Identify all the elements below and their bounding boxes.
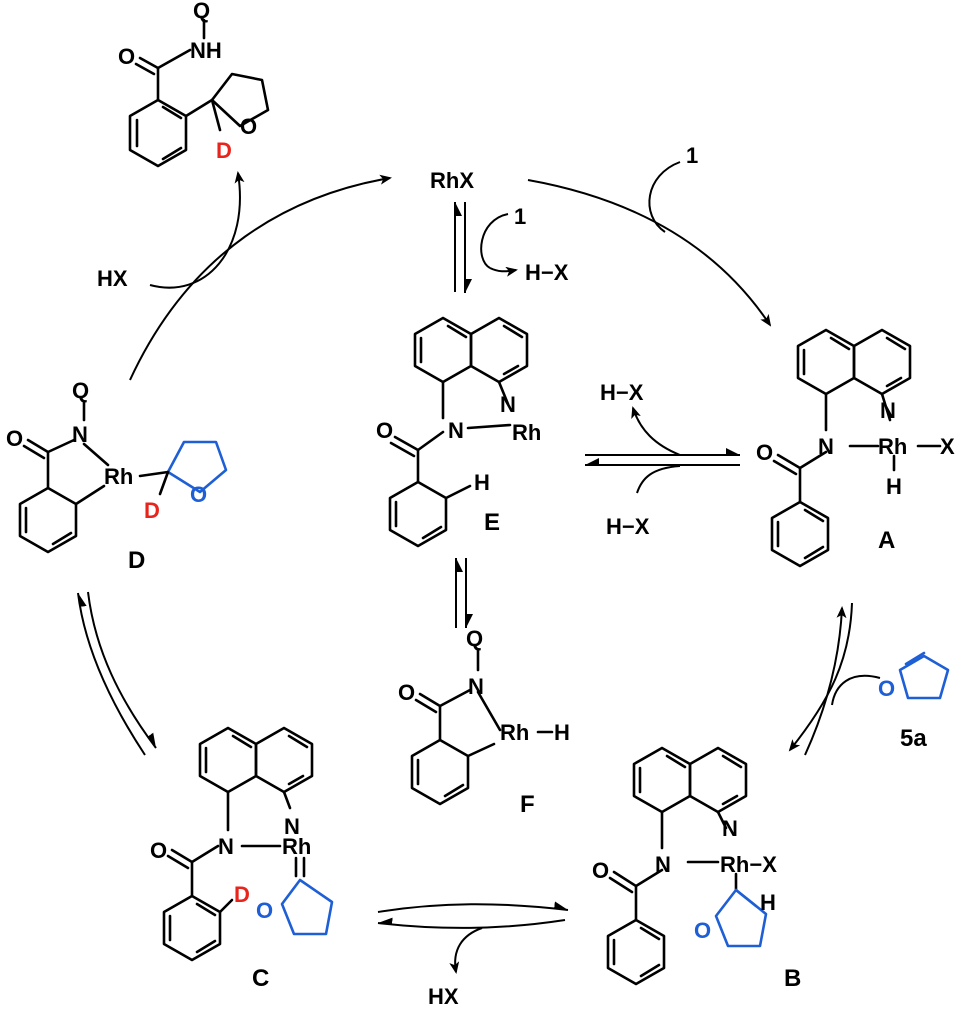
intermediate-b: N N Rh−X H O O B (592, 746, 801, 992)
b-h: H (760, 890, 776, 915)
label-f: F (520, 791, 535, 818)
c-n-amide: N (218, 834, 234, 859)
d-deuterium: D (144, 498, 160, 523)
a-o: O (756, 440, 773, 465)
arrow-reagent-1-in-e (480, 213, 509, 269)
intermediate-c: N N Rh O D O C (150, 726, 334, 992)
arrow-d-to-c (87, 591, 157, 749)
arrow-hx-in (636, 465, 681, 494)
intermediate-f: Q N O Rh H F (398, 626, 570, 818)
f-q: Q (466, 626, 483, 651)
c-n-quinoline: N (284, 814, 300, 839)
a-x: X (940, 434, 955, 459)
label-a: A (878, 527, 895, 554)
reagent-1-e-label: 1 (514, 204, 526, 229)
e-n-amide: N (448, 418, 464, 443)
arrow-b-to-a (804, 606, 847, 756)
c-ring-o: O (256, 898, 273, 923)
product-structure: O NH Q O D (118, 0, 270, 168)
b-ring-o: O (694, 918, 711, 943)
hx-released-label: HX (428, 984, 459, 1009)
d-rh: Rh (104, 464, 133, 489)
5a-o: O (878, 676, 895, 701)
arrow-d-to-rhx (129, 174, 392, 381)
f-o: O (398, 680, 415, 705)
product-deuterium: D (216, 138, 232, 163)
f-rh: Rh (500, 720, 529, 745)
label-e: E (484, 509, 500, 536)
a-n-amide: N (818, 434, 834, 459)
arrow-hx-out-e (489, 266, 518, 277)
label-b: B (784, 965, 801, 992)
f-n: N (468, 674, 484, 699)
product-q-label: Q (193, 0, 210, 23)
intermediate-e: N N Rh O H E (376, 316, 541, 548)
b-o: O (592, 858, 609, 883)
arrow-hx-to-product (149, 171, 245, 289)
a-h: H (886, 474, 902, 499)
arrow-hx-up (631, 406, 681, 456)
arrow-rhx-to-a (527, 179, 772, 327)
product-o-atom: O (118, 44, 135, 69)
f-h: H (554, 720, 570, 745)
e-rh: Rh (512, 420, 541, 445)
b-n-quinoline: N (722, 816, 738, 841)
arrow-c-to-b (377, 901, 569, 913)
label-c: C (252, 965, 269, 992)
product-benzene-ring (128, 98, 188, 168)
intermediate-d: Q N O Rh O D D (6, 378, 228, 574)
reagent-1-top-label: 1 (686, 143, 698, 168)
arrow-hx-out (449, 927, 483, 974)
c-deuterium: D (234, 882, 250, 907)
e-o: O (376, 418, 393, 443)
arrow-reagent-1-in (648, 161, 681, 233)
arrow-b-to-c (377, 917, 566, 929)
h-x-released-e: H−X (525, 260, 569, 285)
substrate-5a: O 5a (878, 651, 950, 752)
hx-reagent-label: HX (97, 266, 128, 291)
product-nh-label: NH (190, 38, 222, 63)
a-rh: Rh (878, 434, 907, 459)
cycle-arrows (77, 161, 881, 974)
b-rh-x: Rh−X (720, 852, 777, 877)
arrow-c-to-d (77, 592, 146, 756)
c-rh: Rh (282, 834, 311, 859)
label-d: D (128, 547, 145, 574)
d-q: Q (72, 378, 89, 403)
e-n-quinoline: N (500, 392, 516, 417)
d-o: O (6, 426, 23, 451)
a-n-quinoline: N (880, 398, 896, 423)
intermediate-a: N N Rh X H O A (756, 328, 955, 568)
h-x-bottom-label: H−X (606, 514, 650, 539)
h-x-top-label: H−X (600, 380, 644, 405)
arrow-a-to-b (788, 602, 853, 752)
e-h: H (474, 470, 490, 495)
d-n: N (72, 422, 88, 447)
b-n-amide: N (655, 852, 671, 877)
product-ring-o: O (240, 114, 257, 139)
rhx-label: RhX (430, 168, 474, 193)
d-ring-o: O (190, 482, 207, 507)
label-5a: 5a (900, 725, 927, 752)
product-thf-ring (210, 72, 270, 128)
arrow-5a-in (831, 674, 881, 706)
c-o: O (150, 838, 167, 863)
